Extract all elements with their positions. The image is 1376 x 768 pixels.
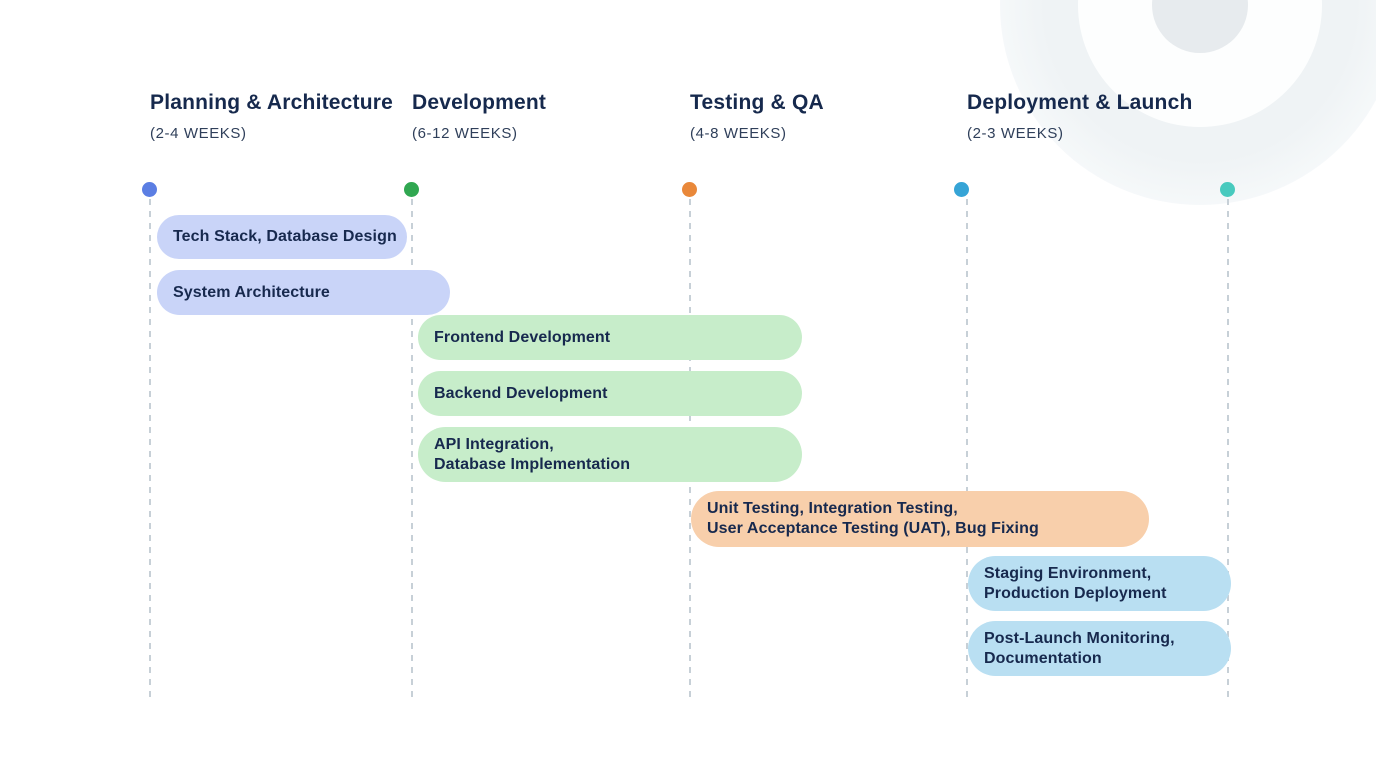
task-label: Production Deployment	[984, 584, 1167, 602]
task-label: Staging Environment,	[984, 564, 1152, 582]
phase-duration: (6-12 WEEKS)	[412, 125, 518, 142]
milestone-dot-deployment	[954, 182, 969, 197]
phase-duration: (4-8 WEEKS)	[690, 125, 787, 142]
task-bar-tech-stack: Tech Stack, Database Design	[157, 215, 407, 259]
task-bar-staging-environment: Staging Environment, Production Deployme…	[968, 556, 1231, 611]
phase-title: Deployment & Launch	[967, 91, 1193, 114]
task-bar-backend-development: Backend Development	[418, 371, 802, 416]
phase-title: Development	[412, 91, 547, 114]
task-label: User Acceptance Testing (UAT), Bug Fixin…	[707, 520, 1039, 537]
dashed-guide-line	[411, 199, 413, 702]
task-bar-frontend-development: Frontend Development	[418, 315, 802, 360]
milestone-dot-end	[1220, 182, 1235, 197]
task-label: Documentation	[984, 649, 1102, 667]
task-label: Backend Development	[434, 384, 608, 402]
phase-header-planning: Planning & Architecture (2-4 WEEKS)	[150, 90, 393, 142]
task-label: Tech Stack, Database Design	[173, 228, 397, 245]
milestone-dot-testing	[682, 182, 697, 197]
task-bar-api-integration: API Integration, Database Implementation	[418, 427, 802, 482]
dashed-guide-line	[966, 199, 968, 702]
phase-duration: (2-4 WEEKS)	[150, 125, 247, 142]
phase-title: Planning & Architecture	[150, 91, 394, 114]
task-bar-post-launch: Post-Launch Monitoring, Documentation	[968, 621, 1231, 676]
phase-duration: (2-3 WEEKS)	[967, 125, 1064, 142]
task-label: Post-Launch Monitoring,	[984, 629, 1175, 647]
phase-header-deployment: Deployment & Launch (2-3 WEEKS)	[967, 90, 1193, 142]
task-label: System Architecture	[173, 283, 330, 301]
milestone-dot-planning	[142, 182, 157, 197]
task-label: API Integration,	[434, 435, 554, 453]
task-bar-unit-testing: Unit Testing, Integration Testing, User …	[691, 491, 1149, 547]
task-label: Unit Testing, Integration Testing,	[707, 500, 958, 517]
dashed-guide-line	[1227, 199, 1229, 702]
task-label: Database Implementation	[434, 455, 631, 473]
phase-header-development: Development (6-12 WEEKS)	[412, 90, 546, 142]
milestone-dot-development	[404, 182, 419, 197]
phase-title: Testing & QA	[690, 91, 824, 114]
dashed-guide-line	[149, 199, 151, 702]
phase-header-testing: Testing & QA (4-8 WEEKS)	[690, 90, 824, 142]
task-label: Frontend Development	[434, 328, 611, 346]
task-bar-system-architecture: System Architecture	[157, 270, 450, 315]
